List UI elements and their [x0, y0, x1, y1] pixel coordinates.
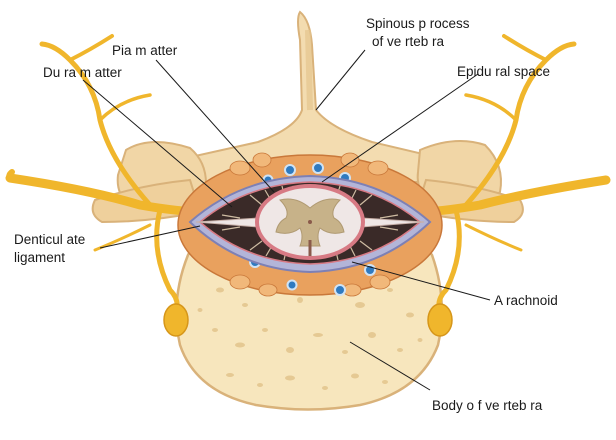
left-ganglion: [164, 304, 188, 336]
label-denticulate-1: Denticul ate: [14, 232, 85, 247]
label-spinous-process-1: Spinous p rocess: [366, 16, 470, 31]
label-arachnoid: A rachnoid: [494, 293, 558, 308]
label-epidural-space: Epidu ral space: [457, 64, 550, 79]
label-body-of-vertebra: Body o f ve rteb ra: [432, 398, 543, 413]
label-pia-mater: Pia m atter: [112, 43, 178, 58]
right-ganglion: [428, 304, 452, 336]
label-denticulate-2: ligament: [14, 250, 65, 265]
label-dura-mater: Du ra m atter: [43, 65, 122, 80]
label-spinous-process-2: of ve rteb ra: [372, 34, 445, 49]
